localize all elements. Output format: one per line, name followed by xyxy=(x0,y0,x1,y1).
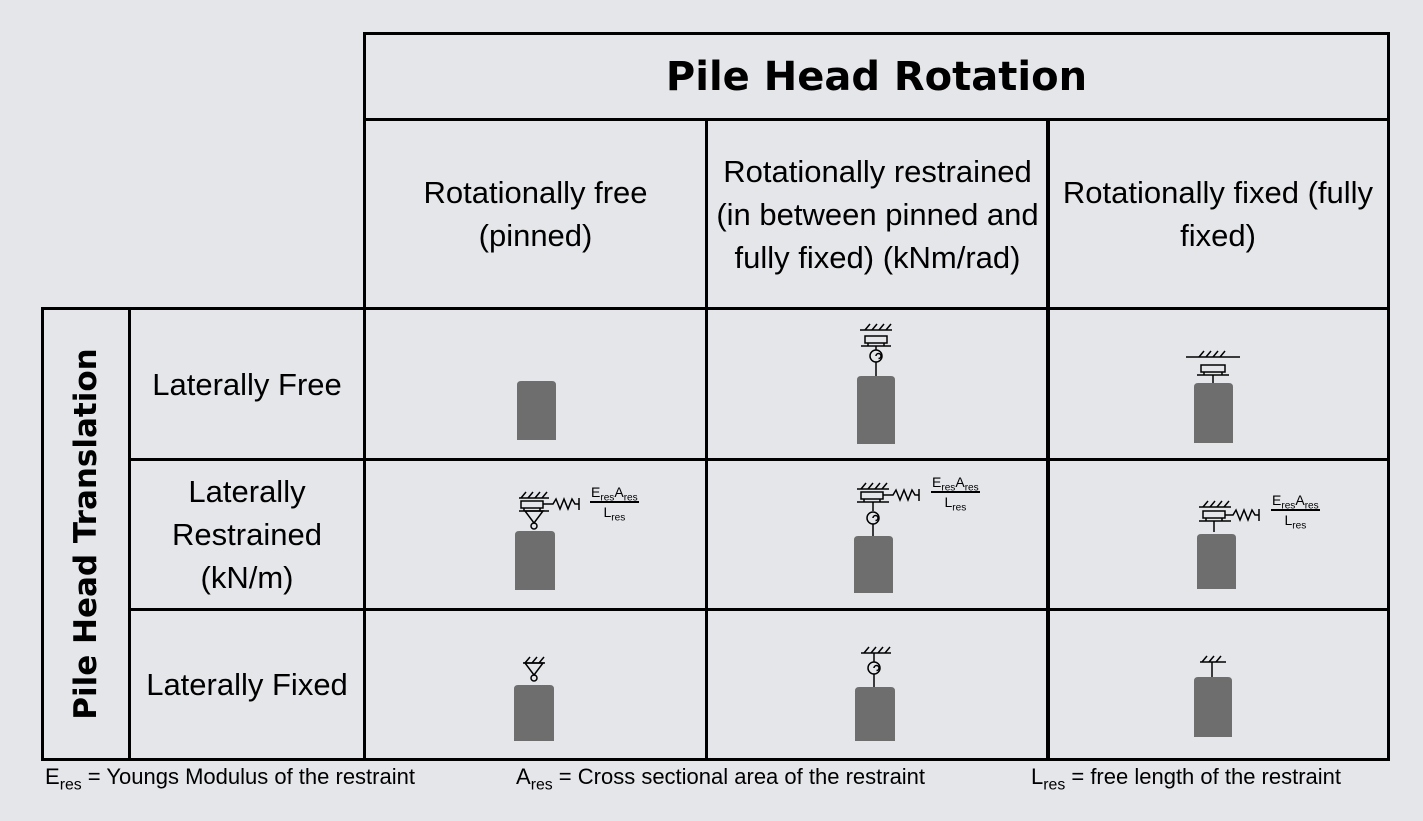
pile-fixed-pin-icon xyxy=(514,656,554,741)
legend-l-res: Lres = free length of the restraint xyxy=(1031,764,1342,794)
row-header-laterally-fixed: Laterally Fixed xyxy=(128,608,366,761)
column-header-pinned: Rotationally free (pinned) xyxy=(363,118,708,310)
grid-cell-r3c3 xyxy=(1046,608,1390,761)
stiffness-formula-c2: EresAres Lres xyxy=(931,474,980,514)
pile-free-rotational-spring-icon xyxy=(857,323,895,444)
header-title: Pile Head Rotation xyxy=(363,32,1390,121)
pile-free-free-icon xyxy=(517,381,556,440)
stiffness-formula-c1: EresAres Lres xyxy=(590,484,639,524)
row-header-laterally-free: Laterally Free xyxy=(128,307,366,461)
column-header-restrained: Rotationally restrained (in between pinn… xyxy=(705,118,1050,310)
pile-free-fixed-icon xyxy=(1186,350,1240,443)
side-title: Pile Head Translation xyxy=(68,348,104,720)
pile-spring-fixed-icon xyxy=(1197,500,1260,589)
stiffness-formula-c3: EresAres Lres xyxy=(1271,492,1320,532)
pile-spring-rotational-icon xyxy=(854,482,920,593)
pile-spring-pin-icon xyxy=(515,491,580,590)
legend-a-res: Ares = Cross sectional area of the restr… xyxy=(516,764,926,794)
pile-fixed-rotational-icon xyxy=(855,646,895,741)
row-header-laterally-restrained: Laterally Restrained (kN/m) xyxy=(128,458,366,611)
column-header-fixed: Rotationally fixed (fully fixed) xyxy=(1046,118,1390,310)
side-title-cell: Pile Head Translation xyxy=(41,307,131,761)
legend-e-res: Eres = Youngs Modulus of the restraint xyxy=(45,764,415,794)
pile-fixed-fixed-icon xyxy=(1194,655,1232,737)
